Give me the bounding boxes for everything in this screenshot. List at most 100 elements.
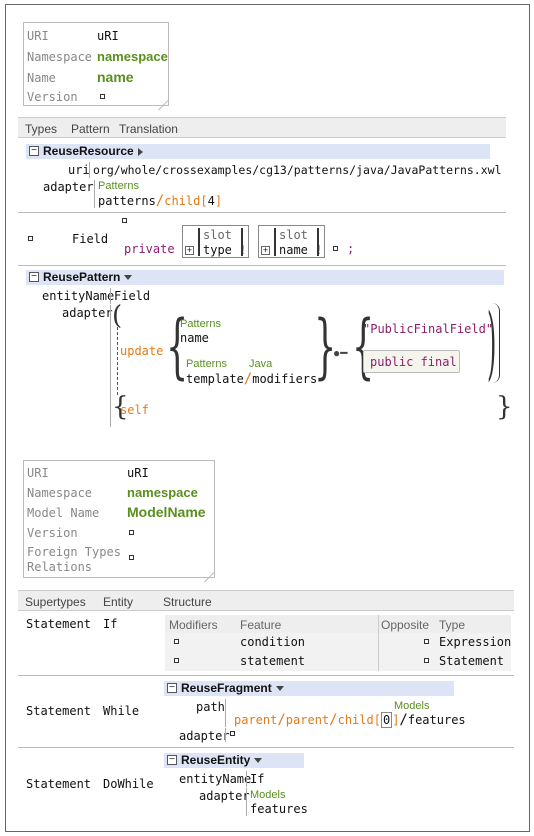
tab-types[interactable]: Types xyxy=(25,122,58,136)
row2-supertype[interactable]: Statement xyxy=(26,704,92,718)
update-brace-left: { xyxy=(166,305,189,387)
feature1-name[interactable]: condition xyxy=(240,635,306,649)
expand-arrow-icon[interactable] xyxy=(137,147,143,156)
foreign-types-label: Foreign Types xyxy=(27,545,121,559)
reuse-resource-header[interactable]: − ReuseResource xyxy=(26,144,490,159)
uri-value[interactable]: uRI xyxy=(97,29,119,43)
collapse-icon[interactable]: − xyxy=(29,272,39,282)
namespace-label: Namespace xyxy=(27,50,93,64)
path-segment-features[interactable]: features xyxy=(407,713,466,727)
model-name-value[interactable]: ModelName xyxy=(127,504,206,520)
tab-pattern[interactable]: Pattern xyxy=(71,122,110,136)
reuse-entity-name-value[interactable]: If xyxy=(250,772,265,786)
fragment-path[interactable]: parent/parent/child[0]/features xyxy=(234,712,466,728)
name-slot-title: slot xyxy=(279,228,308,242)
tab-translation[interactable]: Translation xyxy=(119,122,178,136)
dropdown-arrow-icon[interactable] xyxy=(124,275,133,281)
card-fold-icon xyxy=(204,571,216,583)
dropdown-arrow-icon[interactable] xyxy=(254,758,263,764)
update-language-3: Java xyxy=(249,358,273,370)
foreign-types-placeholder[interactable] xyxy=(129,555,134,560)
reuse-entity-adapter-value[interactable]: features xyxy=(250,802,308,816)
features-table-header xyxy=(165,615,511,633)
collapse-icon[interactable]: − xyxy=(167,683,177,693)
version-label: Version xyxy=(27,526,78,540)
path-segment-patterns[interactable]: patterns xyxy=(98,194,156,208)
reuse-fragment-header[interactable]: − ReuseFragment xyxy=(164,681,454,696)
namespace-value[interactable]: namespace xyxy=(127,485,198,500)
field-annotation-placeholder[interactable] xyxy=(122,218,127,223)
feature2-modifiers-placeholder[interactable] xyxy=(174,658,179,663)
row2-entity[interactable]: While xyxy=(103,704,140,718)
path-index[interactable]: 4 xyxy=(207,194,215,208)
namespace-label: Namespace xyxy=(27,486,93,500)
namespace-value[interactable]: namespace xyxy=(97,49,168,64)
uri-label: URI xyxy=(27,29,49,43)
feature2-opposite-placeholder[interactable] xyxy=(424,658,429,663)
path-segment-parent[interactable]: parent xyxy=(234,713,278,727)
feature2-type[interactable]: Statement xyxy=(439,654,505,668)
row3-supertype[interactable]: Statement xyxy=(26,777,92,791)
name-slot[interactable]: + slot name ! xyxy=(258,225,325,258)
path-segment-child[interactable]: child xyxy=(164,194,201,208)
adapter-language: Patterns xyxy=(98,180,139,192)
update-name[interactable]: name xyxy=(180,331,209,345)
path-index[interactable]: 0 xyxy=(380,712,393,728)
reuse-pattern-header[interactable]: − ReusePattern xyxy=(26,270,504,285)
adapter-path[interactable]: patterns/child[4] xyxy=(98,193,223,209)
update-brace-right: } xyxy=(314,305,337,387)
expand-slot-icon[interactable]: + xyxy=(261,245,270,255)
self-keyword[interactable]: self xyxy=(120,403,149,417)
update-language: Patterns xyxy=(180,318,221,330)
subcol-type: Type xyxy=(439,618,466,632)
field-row-placeholder[interactable] xyxy=(28,236,33,241)
path-segment-template[interactable]: template xyxy=(186,372,244,386)
entity-name-value[interactable]: Field xyxy=(114,289,151,303)
fragment-adapter-label: adapter xyxy=(179,729,230,743)
update-keyword[interactable]: update xyxy=(120,344,164,358)
path-segment-parent-2[interactable]: parent xyxy=(285,713,330,727)
column-entity[interactable]: Entity xyxy=(103,595,134,609)
self-brace-left: { xyxy=(112,392,129,422)
collapse-icon[interactable]: − xyxy=(167,755,177,765)
fragment-adapter-placeholder[interactable] xyxy=(230,731,235,736)
dropdown-arrow-icon[interactable] xyxy=(275,686,284,692)
path-segment-child[interactable]: child xyxy=(337,713,374,727)
column-supertypes[interactable]: Supertypes xyxy=(25,595,86,609)
field-kind: Field xyxy=(72,232,109,246)
type-slot-value[interactable]: type ! xyxy=(203,243,247,257)
row1-entity[interactable]: If xyxy=(103,617,118,631)
feature1-opposite-placeholder[interactable] xyxy=(424,639,429,644)
model-table-header: Supertypes Entity Structure xyxy=(18,590,514,611)
feature1-type[interactable]: Expression xyxy=(439,635,512,649)
column-structure[interactable]: Structure xyxy=(163,595,212,609)
field-semicolon: ; xyxy=(347,242,355,256)
version-placeholder[interactable] xyxy=(129,530,134,535)
card-fold-icon xyxy=(158,99,170,111)
path-segment-modifiers[interactable]: modifiers xyxy=(252,372,318,386)
row3-entity[interactable]: DoWhile xyxy=(103,777,154,791)
string-literal[interactable]: "PublicFinalField" xyxy=(363,322,494,336)
uri-value[interactable]: uRI xyxy=(127,466,149,480)
collapse-icon[interactable]: − xyxy=(29,146,39,156)
pattern-string-value[interactable]: "PublicFinalField" xyxy=(363,322,493,336)
reuse-entity-header[interactable]: − ReuseEntity xyxy=(164,753,304,768)
reuse-entity-title: ReuseEntity xyxy=(181,753,251,767)
field-initializer-placeholder[interactable] xyxy=(333,246,338,251)
name-label: Name xyxy=(27,71,56,85)
pattern-tab-bar: Types Pattern Translation xyxy=(18,117,506,138)
version-placeholder[interactable] xyxy=(100,94,105,99)
uri-field-value[interactable]: org/whole/crossexamples/cg13/patterns/ja… xyxy=(93,163,502,177)
reuse-fragment-title: ReuseFragment xyxy=(181,681,272,695)
expand-slot-icon[interactable]: + xyxy=(185,245,194,255)
feature1-modifiers-placeholder[interactable] xyxy=(174,639,179,644)
field-modifier[interactable]: private xyxy=(124,242,175,256)
update-language-2: Patterns xyxy=(186,358,227,370)
modifiers-literal[interactable]: public final xyxy=(363,350,460,373)
feature2-name[interactable]: statement xyxy=(240,654,306,668)
type-slot[interactable]: + slot type ! xyxy=(182,225,249,258)
update-path[interactable]: template/modifiers xyxy=(186,371,318,387)
name-slot-value[interactable]: name ! xyxy=(279,243,323,257)
name-value[interactable]: name xyxy=(97,69,134,85)
row1-supertype[interactable]: Statement xyxy=(26,617,92,631)
